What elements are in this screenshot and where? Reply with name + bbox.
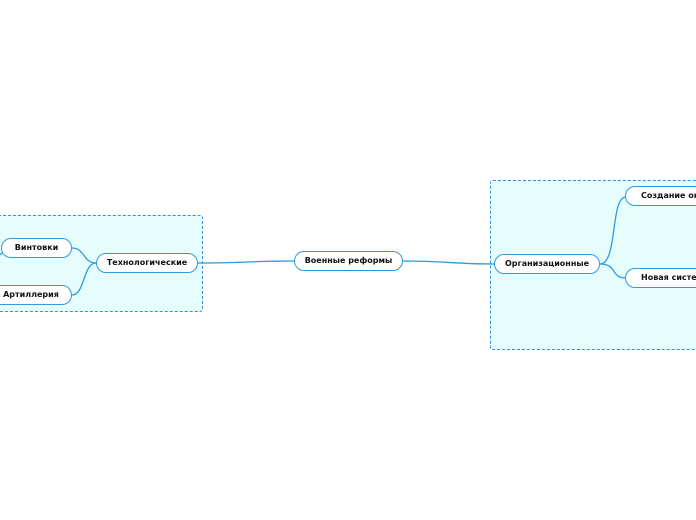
link-central-technological	[197, 260, 296, 264]
link-organizational-system	[599, 263, 627, 279]
central-topic[interactable]: Военные реформы	[294, 251, 403, 271]
subtopic-rifles[interactable]: Винтовки	[1, 238, 72, 258]
link-technological-rifles	[71, 247, 97, 264]
link-rifles-offscreen	[0, 252, 3, 256]
link-central-organizational	[401, 260, 495, 265]
subtopic-districts[interactable]: Создание окр	[625, 186, 696, 206]
link-organizational-districts	[599, 196, 627, 265]
subtopic-new-system[interactable]: Новая систем	[625, 268, 696, 288]
subtopic-artillery[interactable]: Артиллерия	[0, 285, 72, 305]
topic-organizational[interactable]: Организационные	[494, 254, 600, 274]
link-technological-artillery	[71, 262, 97, 296]
topic-technological[interactable]: Технологические	[96, 253, 198, 273]
